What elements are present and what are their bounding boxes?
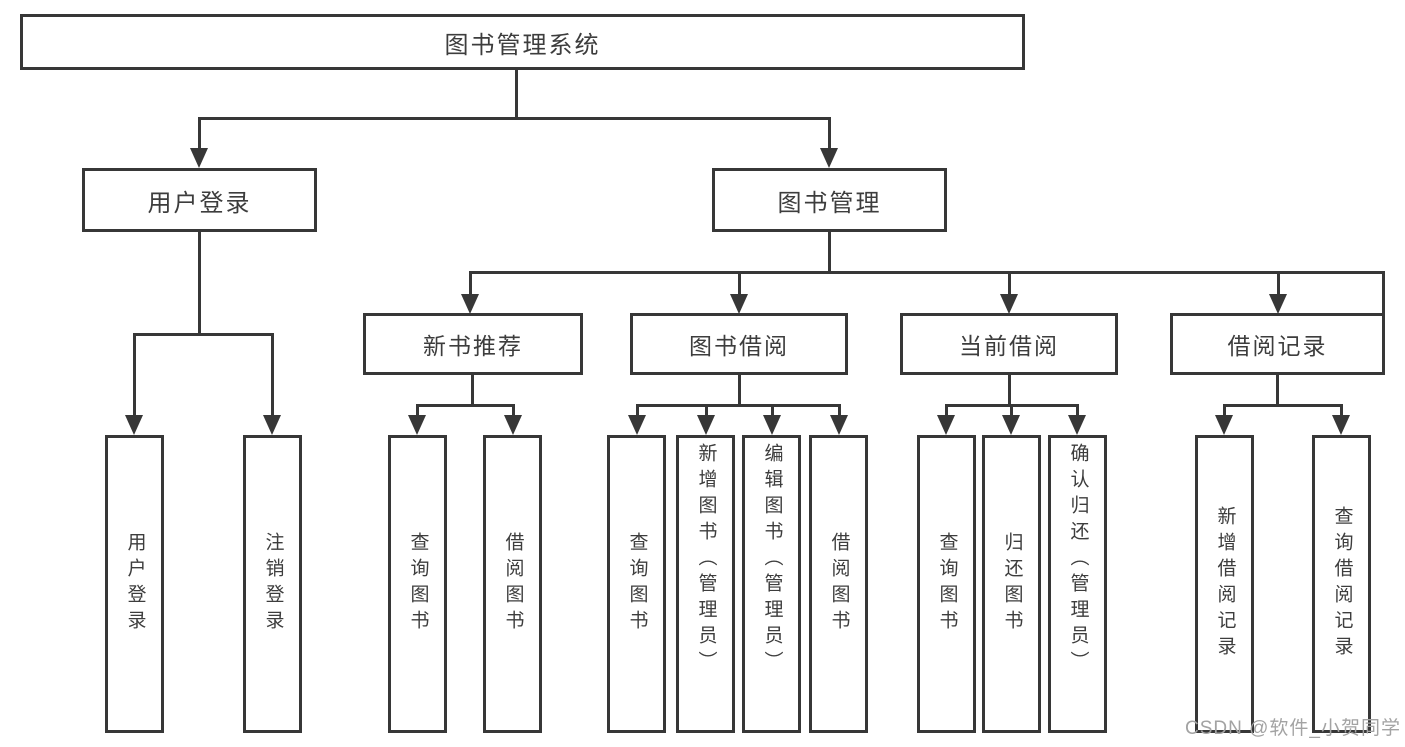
arrow-down-g1-query-books: [408, 415, 426, 435]
arrow-down-book-borrowing: [730, 294, 748, 314]
connector-root-right-drop: [828, 117, 831, 152]
arrow-down-leaf-user-login: [125, 415, 143, 435]
node-borrowing-records: 借阅记录: [1170, 313, 1385, 375]
arrow-down-user-login: [190, 148, 208, 168]
leaf-g2-edit-books-admin-label: 编辑图书（管理员）: [761, 443, 783, 677]
arrow-down-g3-confirm-return: [1068, 415, 1086, 435]
connector-root-stem: [515, 69, 518, 119]
connector-drop-current-borrowing: [1008, 271, 1011, 297]
connector-drop-new-book: [469, 271, 472, 297]
csdn-watermark: CSDN @软件_小贺同学: [1185, 718, 1401, 739]
connector-g4-drop-1: [1223, 404, 1226, 417]
leaf-g4-query-borrow-record: 查询借阅记录: [1312, 435, 1371, 733]
leaf-g1-query-books: 查询图书: [388, 435, 447, 733]
arrow-down-g2-add-books: [697, 415, 715, 435]
leaf-g2-borrow-books: 借阅图书: [809, 435, 868, 733]
arrow-down-g3-query-books: [937, 415, 955, 435]
leaf-g4-add-borrow-record: 新增借阅记录: [1195, 435, 1254, 733]
arrow-down-borrowing-records: [1269, 294, 1287, 314]
arrow-down-new-book-recommendation: [461, 294, 479, 314]
connector-g2-drop-4: [838, 404, 841, 417]
node-book-management: 图书管理: [712, 168, 947, 232]
node-user-login: 用户登录: [82, 168, 317, 232]
connector-g1-drop-2: [512, 404, 515, 417]
connector-g2-drop-2: [705, 404, 708, 417]
connector-drop-borrowing-records: [1277, 271, 1280, 297]
arrow-down-g2-query-books: [628, 415, 646, 435]
connector-g4-drop-2: [1340, 404, 1343, 417]
node-borrowing-records-label: 借阅记录: [1227, 333, 1328, 359]
node-root-label: 图书管理系统: [444, 31, 601, 59]
node-user-login-label: 用户登录: [147, 189, 252, 217]
connector-g2-drop-1: [636, 404, 639, 417]
arrow-down-g3-return-books: [1002, 415, 1020, 435]
leaf-g3-query-books-label: 查询图书: [936, 532, 958, 636]
connector-user-login-hbar: [133, 333, 274, 336]
leaf-g1-borrow-books-label: 借阅图书: [502, 532, 524, 636]
connector-book-mgmt-stem: [828, 231, 831, 274]
arrow-down-g4-query-record: [1332, 415, 1350, 435]
connector-g2-stem: [738, 374, 741, 407]
connector-user-login-drop-1: [133, 333, 136, 417]
connector-g4-stem: [1276, 374, 1279, 407]
leaf-g2-add-books-admin: 新增图书（管理员）: [676, 435, 735, 733]
leaf-g3-return-books-label: 归还图书: [1001, 532, 1023, 636]
connector-g1-stem: [471, 374, 474, 407]
arrow-down-current-borrowing: [1000, 294, 1018, 314]
leaf-g2-query-books: 查询图书: [607, 435, 666, 733]
node-new-book-recommendation: 新书推荐: [363, 313, 583, 375]
leaf-g2-edit-books-admin: 编辑图书（管理员）: [742, 435, 801, 733]
leaf-g1-query-books-label: 查询图书: [407, 532, 429, 636]
node-new-book-recommendation-label: 新书推荐: [423, 333, 523, 359]
node-root: 图书管理系统: [20, 14, 1025, 70]
arrow-down-g4-add-record: [1215, 415, 1233, 435]
connector-g1-drop-1: [416, 404, 419, 417]
arrow-down-g2-edit-books: [763, 415, 781, 435]
leaf-g2-query-books-label: 查询图书: [626, 532, 648, 636]
arrow-down-leaf-logout: [263, 415, 281, 435]
leaf-g4-add-borrow-record-label: 新增借阅记录: [1214, 506, 1236, 662]
connector-g4-hbar: [1223, 404, 1343, 407]
leaf-g3-confirm-return-admin: 确认归还（管理员）: [1048, 435, 1107, 733]
connector-g1-hbar: [416, 404, 515, 407]
connector-root-left-drop: [198, 117, 201, 152]
leaf-g2-borrow-books-label: 借阅图书: [828, 532, 850, 636]
connector-g3-drop-2: [1010, 404, 1013, 417]
node-book-borrowing-label: 图书借阅: [689, 333, 789, 359]
leaf-user-login-label: 用户登录: [124, 532, 146, 636]
connector-g2-hbar: [636, 404, 841, 407]
leaf-g2-add-books-admin-label: 新增图书（管理员）: [695, 443, 717, 677]
connector-g2-drop-3: [771, 404, 774, 417]
node-current-borrowing-label: 当前借阅: [959, 333, 1059, 359]
node-book-management-label: 图书管理: [777, 189, 882, 217]
connector-book-mgmt-end-stub: [1382, 271, 1385, 313]
leaf-g3-return-books: 归还图书: [982, 435, 1041, 733]
node-book-borrowing: 图书借阅: [630, 313, 848, 375]
connector-user-login-drop-2: [271, 333, 274, 417]
arrow-down-g2-borrow-books: [830, 415, 848, 435]
connector-g3-drop-3: [1076, 404, 1079, 417]
leaf-g3-query-books: 查询图书: [917, 435, 976, 733]
connector-g3-drop-1: [945, 404, 948, 417]
connector-book-mgmt-hbar: [469, 271, 1385, 274]
leaf-g4-query-borrow-record-label: 查询借阅记录: [1331, 506, 1353, 662]
node-current-borrowing: 当前借阅: [900, 313, 1118, 375]
leaf-logout: 注销登录: [243, 435, 302, 733]
connector-g3-stem: [1008, 374, 1011, 407]
leaf-g1-borrow-books: 借阅图书: [483, 435, 542, 733]
connector-drop-book-borrowing: [738, 271, 741, 297]
leaf-user-login: 用户登录: [105, 435, 164, 733]
connector-user-login-stem: [198, 231, 201, 336]
arrow-down-book-management: [820, 148, 838, 168]
leaf-g3-confirm-return-admin-label: 确认归还（管理员）: [1067, 443, 1089, 677]
leaf-logout-label: 注销登录: [262, 532, 284, 636]
connector-root-hbar: [198, 117, 831, 120]
arrow-down-g1-borrow-books: [504, 415, 522, 435]
